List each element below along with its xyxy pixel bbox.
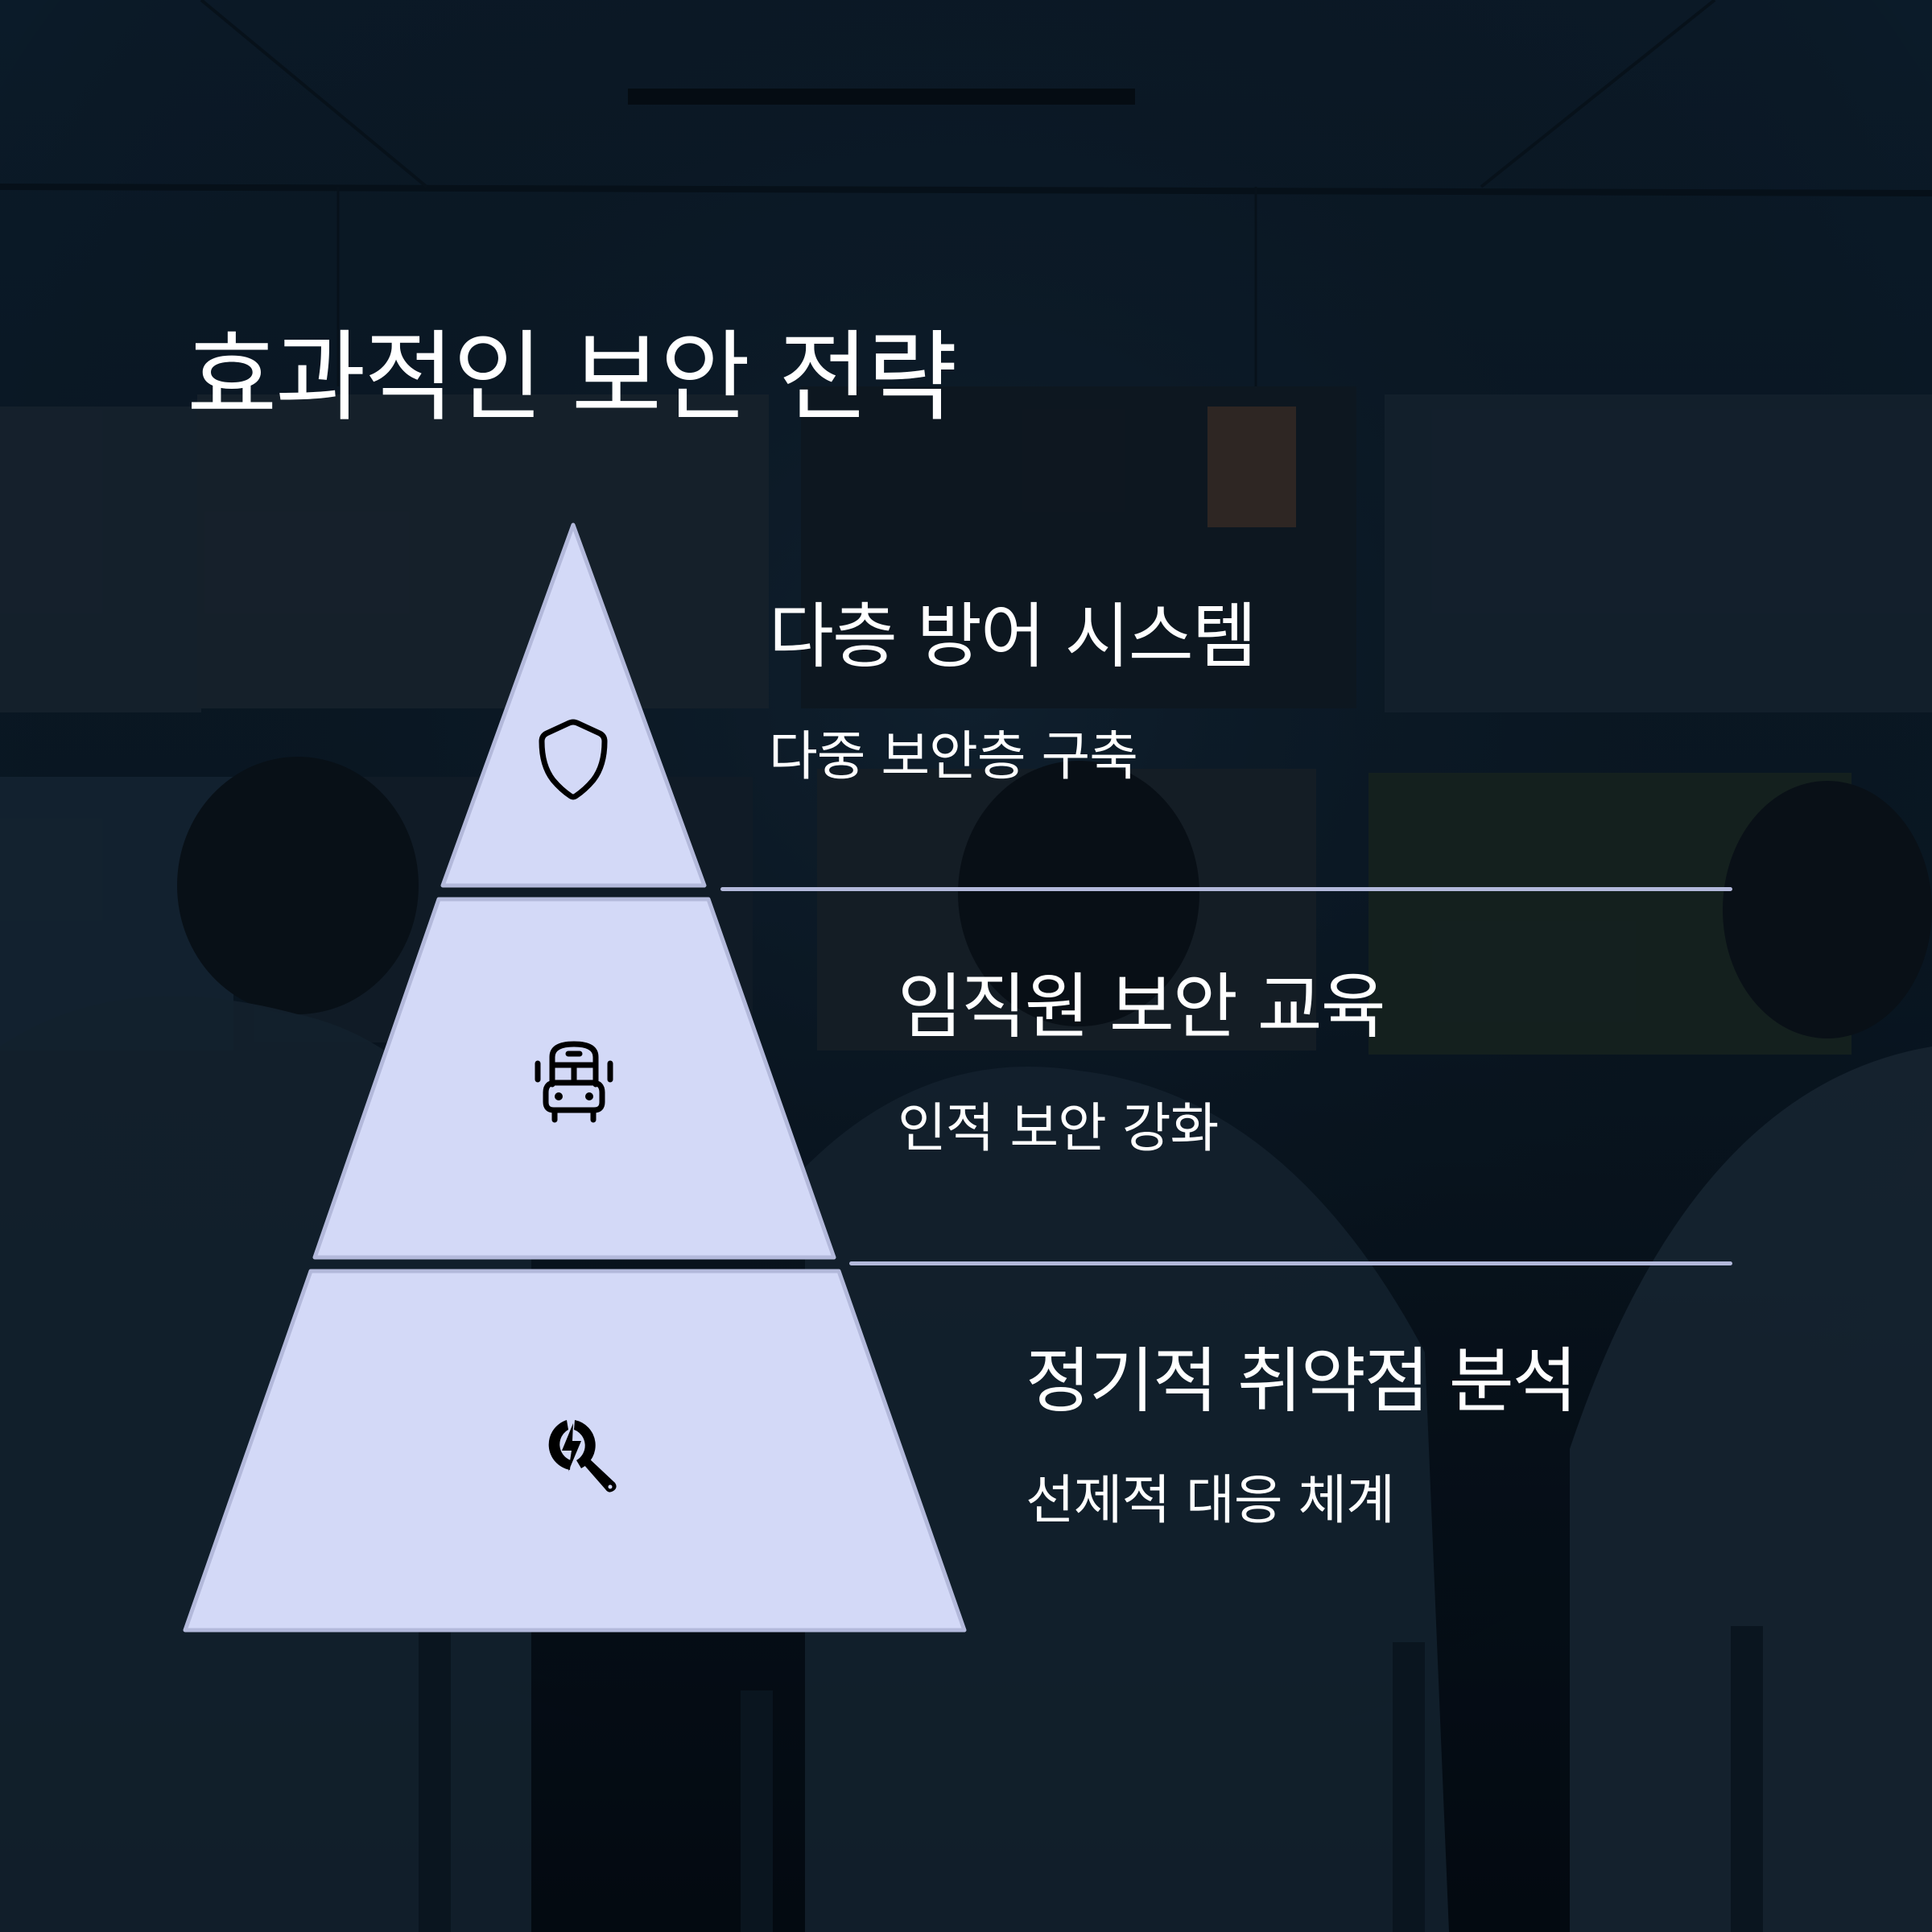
tier-divider-1: [720, 887, 1732, 891]
tier-3-heading: 정기적 취약점 분석: [1026, 1340, 1578, 1422]
tier-2-heading: 임직원 보안 교육: [898, 965, 1386, 1048]
pyramid-tier-1: [440, 522, 707, 888]
tier-1-subheading: 다중 보안층 구축: [769, 725, 1138, 787]
shield-icon: [529, 712, 617, 801]
search-bolt-icon: [531, 1409, 620, 1497]
tier-3-subheading: 선제적 대응 체계: [1026, 1469, 1395, 1531]
page-title: 효과적인 보안 전략: [187, 320, 957, 435]
tier-divider-2: [849, 1261, 1732, 1265]
bus-icon: [530, 1034, 618, 1123]
tier-1-heading: 다층 방어 시스템: [769, 595, 1257, 678]
tier-2-subheading: 인적 보안 강화: [898, 1097, 1219, 1159]
